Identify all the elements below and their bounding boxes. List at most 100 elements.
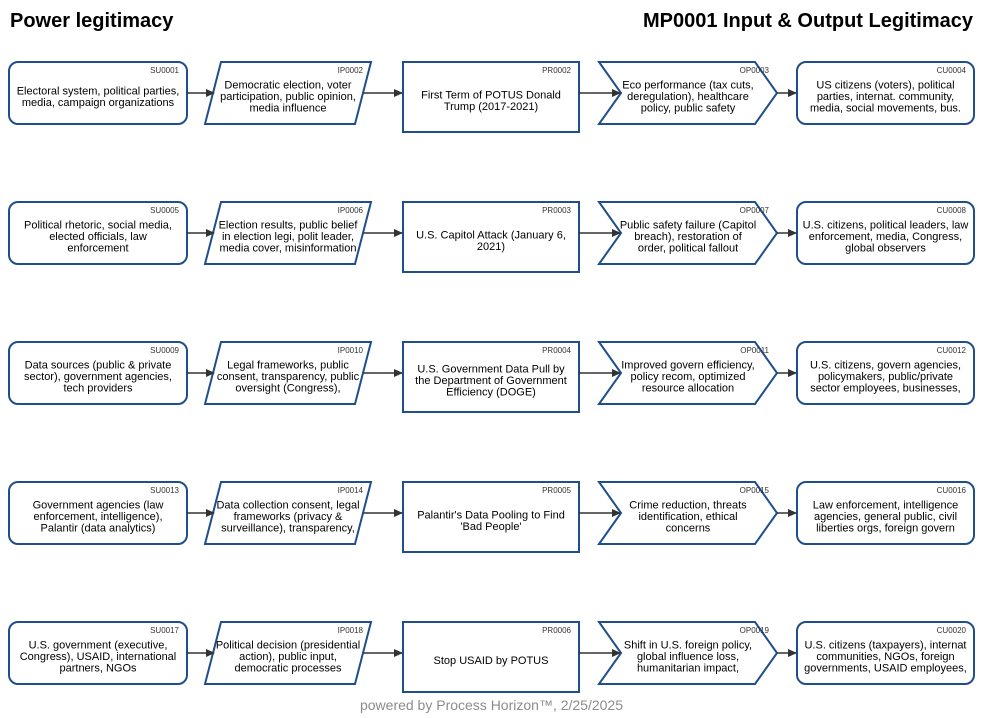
output-text-line: Eco performance (tax cuts, [622, 80, 753, 92]
process-shape [402, 201, 580, 273]
supplier-text-line: partners, NGOs [59, 663, 137, 675]
output-shape [597, 201, 779, 265]
input-text-line: surveillance), transparency, [221, 523, 355, 535]
process-shape [402, 61, 580, 133]
output-text-line: policy, public safety [641, 103, 736, 115]
input-shape [203, 61, 373, 125]
output-text-line: Improved govern efficiency, [621, 360, 755, 372]
output-text-line: resource allocation [642, 383, 734, 395]
supplier-id: SU0017 [150, 626, 179, 635]
customer-id: CU0012 [937, 346, 967, 355]
input-text-line: Democratic election, voter [224, 80, 351, 92]
customer-text-line: governments, USAID employees, [804, 663, 967, 675]
input-text-line: action), public input, [239, 651, 337, 663]
output-text-line: Crime reduction, threats [629, 500, 747, 512]
customer-id: CU0008 [937, 206, 967, 215]
customer-text-line: policymakers, public/private [818, 371, 953, 383]
supplier-text-line: sector), government agencies, [24, 371, 172, 383]
output-text-line: order, political fallout [638, 243, 738, 255]
process-id: PR0002 [542, 66, 571, 75]
output-text-line: humanitarian impact, [637, 663, 739, 675]
input-text-line: oversight (Congress), [235, 383, 340, 395]
input-id: IP0002 [338, 66, 364, 75]
process-text-line: Stop USAID by POTUS [434, 655, 549, 667]
customer-text-line: U.S. citizens (taxpayers), internat [804, 640, 966, 652]
customer-shape [796, 481, 975, 545]
process-text-line: U.S. Capitol Attack (January 6, [416, 229, 566, 241]
output-id: OP0003 [740, 66, 770, 75]
input-id: IP0014 [338, 486, 364, 495]
process-text-line: U.S. Government Data Pull by [417, 364, 565, 376]
output-id: OP0019 [740, 626, 770, 635]
output-text-line: identification, ethical [638, 511, 737, 523]
input-shape [203, 341, 373, 405]
input-text-line: frameworks (privacy & [234, 511, 343, 523]
process-id: PR0003 [542, 206, 571, 215]
supplier-text-line: enforcement [67, 243, 128, 255]
input-text-line: Election results, public belief [219, 220, 359, 232]
output-shape [597, 341, 779, 405]
output-text-line: Public safety failure (Capitol [620, 220, 756, 232]
input-text-line: in election legi, polit leader, [222, 231, 354, 243]
customer-text-line: parties, internat. community, [817, 91, 954, 103]
process-id: PR0005 [542, 486, 571, 495]
output-text-line: concerns [666, 523, 711, 535]
output-id: OP0015 [740, 486, 770, 495]
customer-text-line: US citizens (voters), political [816, 80, 954, 92]
output-text-line: policy recom, optimized [631, 371, 746, 383]
input-shape [203, 201, 373, 265]
input-text-line: consent, transparency, public [217, 371, 360, 383]
input-text-line: participation, public opinion, [220, 91, 356, 103]
process-text-line: First Term of POTUS Donald [421, 89, 561, 101]
process-text-line: Palantir's Data Pooling to Find [417, 509, 565, 521]
customer-text-line: communities, NGOs, foreign [816, 651, 954, 663]
customer-text-line: U.S. citizens, govern agencies, [810, 360, 961, 372]
process-text-line: the Department of Government [415, 375, 567, 387]
input-id: IP0006 [338, 206, 364, 215]
customer-text-line: media, social movements, bus. [810, 103, 961, 115]
supplier-text-line: Electoral system, political parties, [17, 85, 180, 97]
supplier-text-line: Government agencies (law [33, 500, 164, 512]
input-id: IP0010 [338, 346, 364, 355]
process-id: PR0006 [542, 626, 571, 635]
supplier-text-line: Data sources (public & private [25, 360, 172, 372]
output-text-line: global influence loss, [637, 651, 739, 663]
customer-shape [796, 341, 975, 405]
process-text-line: 2021) [477, 241, 505, 253]
process-text-line: 'Bad People' [460, 521, 521, 533]
output-text-line: breach), restoration of [634, 231, 743, 243]
output-id: OP0007 [740, 206, 770, 215]
process-text-line: Efficiency (DOGE) [446, 387, 536, 399]
output-shape [597, 61, 779, 125]
customer-id: CU0020 [937, 626, 967, 635]
supplier-text-line: tech providers [63, 383, 133, 395]
output-shape [597, 481, 779, 545]
